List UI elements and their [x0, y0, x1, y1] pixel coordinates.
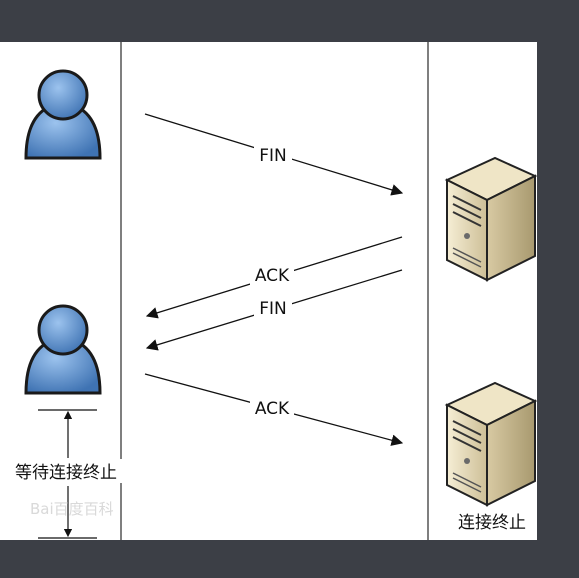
fin-label-2: FIN [259, 299, 287, 319]
baidu-watermark: Bai百度百科 [30, 500, 114, 518]
fin-label-1: FIN [259, 146, 287, 166]
server-icon [444, 156, 538, 282]
client-wait-note: 等待连接终止 [15, 463, 117, 483]
server-icon [444, 381, 538, 507]
server-closed-note: 连接终止 [458, 513, 526, 533]
client-person-icon [24, 69, 102, 160]
client-person-icon [24, 304, 102, 395]
ack-label-2: ACK [255, 399, 290, 419]
ack-label-1: ACK [255, 266, 290, 286]
